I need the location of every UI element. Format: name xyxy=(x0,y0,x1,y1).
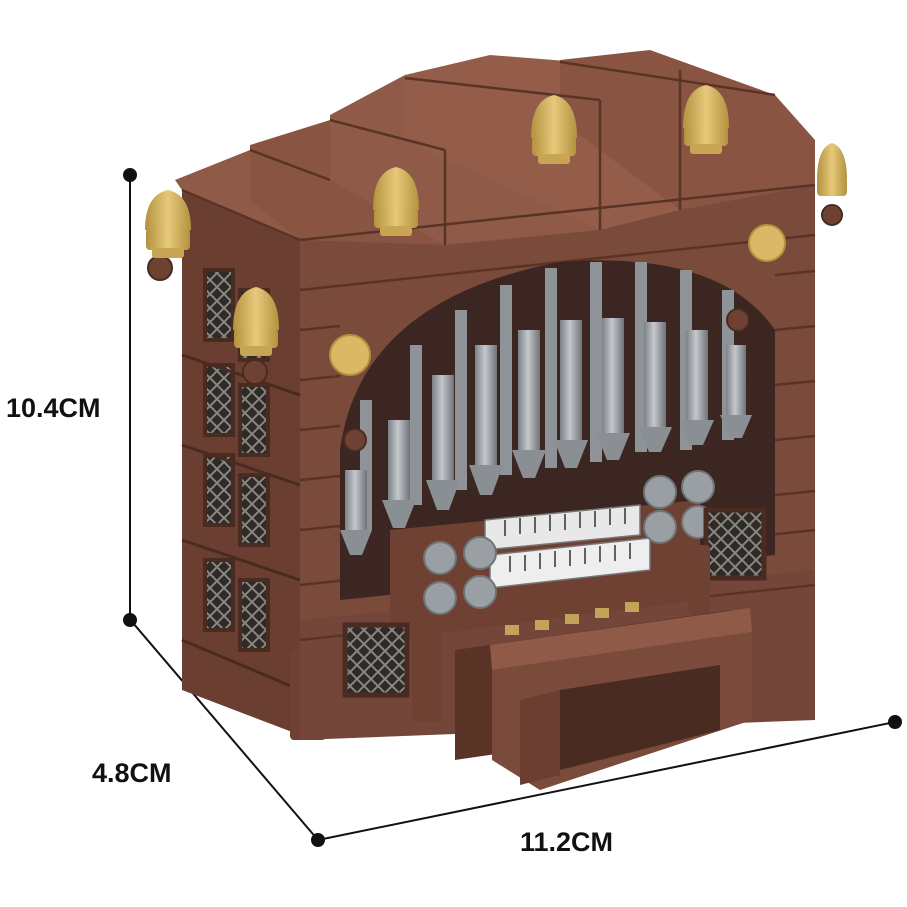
finial-4 xyxy=(531,95,577,164)
front-lattice-panels xyxy=(342,507,767,722)
width-dimension-label: 11.2CM xyxy=(520,827,614,857)
organ-pipes xyxy=(340,262,752,555)
organ-bench xyxy=(455,602,752,790)
finial-2 xyxy=(233,287,279,356)
dimension-lines xyxy=(123,168,902,847)
finial-1 xyxy=(145,190,191,258)
pedals xyxy=(505,602,639,635)
finial-3 xyxy=(373,167,419,236)
tan-medallions xyxy=(329,224,786,376)
finial-5 xyxy=(683,85,729,154)
height-dimension-label: 10.4CM xyxy=(6,393,101,423)
finials xyxy=(145,85,847,356)
depth-line xyxy=(132,622,319,841)
width-end-dot xyxy=(888,715,902,729)
width-line xyxy=(317,721,896,841)
console xyxy=(390,470,715,640)
height-top-dot xyxy=(123,168,137,182)
finial-6 xyxy=(817,143,847,196)
depth-dimension-label: 4.8CM xyxy=(92,758,172,788)
